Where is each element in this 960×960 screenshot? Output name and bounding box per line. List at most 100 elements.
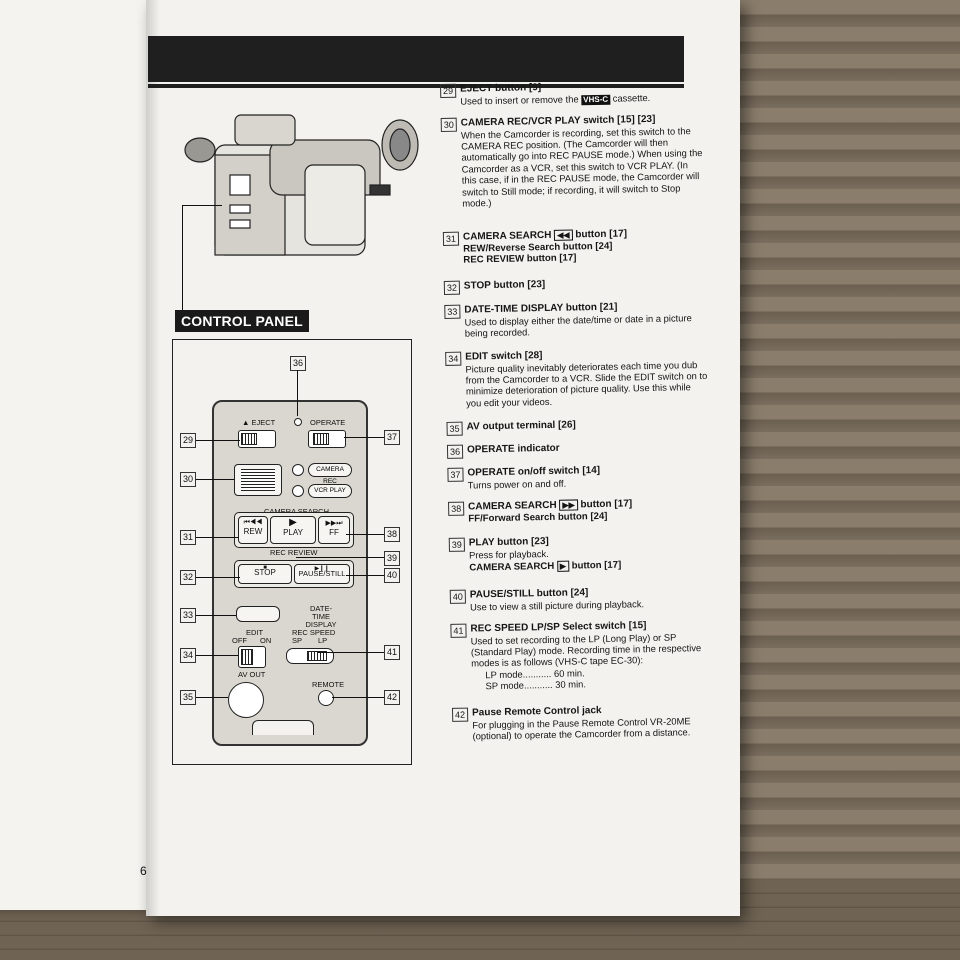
rew-label: REW bbox=[243, 527, 263, 536]
item-number: 39 bbox=[448, 537, 465, 552]
leader-42 bbox=[332, 697, 384, 699]
leader-32 bbox=[196, 577, 240, 579]
av-out-terminal[interactable] bbox=[228, 682, 264, 718]
callout-42: 42 bbox=[384, 690, 400, 705]
ff-button[interactable]: ▶▶⏭FF bbox=[318, 516, 350, 544]
control-panel: ▲ EJECT OPERATE CAMERA REC VCR PLAY CAME… bbox=[212, 400, 368, 746]
page-gutter-shadow bbox=[146, 0, 160, 916]
callout-39: 39 bbox=[384, 551, 400, 566]
item-desc: When the Camcorder is recording, set thi… bbox=[460, 124, 703, 209]
label-edit-on: ON bbox=[260, 636, 272, 645]
item-29: 29 EJECT button [9] Used to insert or re… bbox=[440, 79, 702, 108]
leader-40 bbox=[346, 575, 384, 577]
callout-40: 40 bbox=[384, 568, 400, 583]
fast-forward-icon: ▶▶ bbox=[559, 499, 578, 511]
camera-rec-label: CAMERA REC bbox=[308, 463, 352, 485]
item-number: 41 bbox=[450, 623, 467, 638]
label-operate: OPERATE bbox=[310, 418, 346, 427]
leader-36 bbox=[297, 370, 299, 416]
callout-29: 29 bbox=[180, 433, 196, 448]
play-button[interactable]: ▶PLAY bbox=[270, 516, 316, 544]
camera-rec-vcr-play-switch[interactable] bbox=[234, 464, 282, 496]
callout-32: 32 bbox=[180, 570, 196, 585]
item-desc: For plugging in the Pause Remote Control… bbox=[472, 714, 691, 742]
item-30: 30 CAMERA REC/VCR PLAY switch [15] [23] … bbox=[440, 113, 705, 209]
callout-36: 36 bbox=[290, 356, 306, 371]
header-bar bbox=[148, 36, 684, 88]
vcr-play-lamp bbox=[292, 485, 304, 497]
item-34: 34 EDIT switch [28] Picture quality inev… bbox=[445, 347, 708, 409]
label-rec-review: REC REVIEW bbox=[270, 548, 318, 557]
callout-line-vertical bbox=[182, 205, 184, 313]
callout-30: 30 bbox=[180, 472, 196, 487]
callout-34: 34 bbox=[180, 648, 196, 663]
rewind-icon: ◀◀ bbox=[554, 229, 573, 241]
label-lp: LP bbox=[318, 636, 328, 645]
eject-switch[interactable] bbox=[238, 430, 276, 448]
rec-speed-switch[interactable] bbox=[286, 648, 334, 664]
callout-33: 33 bbox=[180, 608, 196, 623]
item-desc: Used to display either the date/time or … bbox=[464, 311, 692, 339]
callout-37: 37 bbox=[384, 430, 400, 445]
item-number: 37 bbox=[447, 467, 464, 482]
leader-39 bbox=[296, 557, 384, 559]
date-time-display-button[interactable] bbox=[236, 606, 280, 622]
rew-button[interactable]: ⏮◀◀REW bbox=[238, 516, 268, 544]
play-label: PLAY bbox=[283, 528, 303, 537]
item-33: 33 DATE-TIME DISPLAY button [21] Used to… bbox=[444, 300, 707, 339]
item-number: 42 bbox=[451, 707, 469, 722]
item-42: 42 Pause Remote Control jack For pluggin… bbox=[451, 703, 715, 742]
label-edit: EDIT bbox=[246, 628, 264, 637]
item-number: 36 bbox=[446, 444, 464, 459]
leader-30 bbox=[196, 479, 234, 481]
leader-41 bbox=[318, 652, 384, 654]
label-edit-off: OFF bbox=[232, 636, 247, 645]
label-remote: REMOTE bbox=[312, 680, 345, 689]
item-number: 32 bbox=[443, 280, 461, 295]
vcr-play-label: VCR PLAY bbox=[308, 484, 352, 498]
item-number: 35 bbox=[446, 421, 463, 436]
leader-38 bbox=[346, 534, 384, 536]
edit-switch[interactable] bbox=[238, 646, 266, 668]
label-date-time-display: DATE-TIME DISPLAY bbox=[305, 604, 337, 629]
item-39: 39 PLAY button [23] Press for playback. … bbox=[448, 533, 712, 575]
label-sp: SP bbox=[292, 636, 303, 645]
stop-label: STOP bbox=[254, 568, 276, 577]
camcorder-illustration bbox=[184, 114, 419, 256]
label-eject: ▲ EJECT bbox=[242, 418, 276, 427]
leader-37 bbox=[344, 437, 384, 439]
item-number: 40 bbox=[449, 589, 466, 604]
pause-still-button[interactable]: ▶❙❙PAUSE/STILL bbox=[294, 564, 350, 584]
label-rec-speed: REC SPEED bbox=[292, 628, 336, 637]
stop-button[interactable]: ■STOP bbox=[238, 564, 292, 584]
item-number: 33 bbox=[444, 304, 461, 319]
operate-indicator bbox=[294, 418, 302, 426]
callout-35: 35 bbox=[180, 690, 196, 705]
control-panel-title: CONTROL PANEL bbox=[175, 310, 309, 332]
item-number: 34 bbox=[445, 351, 462, 366]
item-31: 31 CAMERA SEARCH ◀◀ button [17] REW/Reve… bbox=[442, 227, 706, 267]
page-number: 6 bbox=[140, 864, 147, 878]
operate-switch[interactable] bbox=[308, 430, 346, 448]
callout-41: 41 bbox=[384, 645, 400, 660]
camera-rec-lamp bbox=[292, 464, 304, 476]
leader-35 bbox=[196, 697, 228, 699]
item-41: 41 REC SPEED LP/SP Select switch [15] Us… bbox=[450, 619, 713, 693]
item-desc: Used to set recording to the LP (Long Pl… bbox=[470, 631, 702, 669]
callout-38: 38 bbox=[384, 527, 400, 542]
ff-label: FF bbox=[329, 528, 339, 537]
callout-line-horizontal bbox=[182, 205, 222, 207]
leader-31 bbox=[196, 537, 238, 539]
play-icon: ▶ bbox=[556, 560, 570, 572]
item-number: 38 bbox=[448, 501, 465, 516]
leader-29 bbox=[196, 440, 240, 442]
item-number: 30 bbox=[440, 117, 457, 132]
left-page bbox=[0, 0, 150, 910]
vhs-c-logo: VHS-C bbox=[581, 94, 611, 105]
label-av-out: AV OUT bbox=[238, 670, 266, 679]
panel-tab bbox=[252, 720, 314, 735]
leader-34 bbox=[196, 655, 238, 657]
label-camera-search: CAMERA SEARCH bbox=[264, 507, 329, 516]
item-number: 31 bbox=[442, 231, 460, 246]
item-number: 29 bbox=[440, 83, 457, 98]
